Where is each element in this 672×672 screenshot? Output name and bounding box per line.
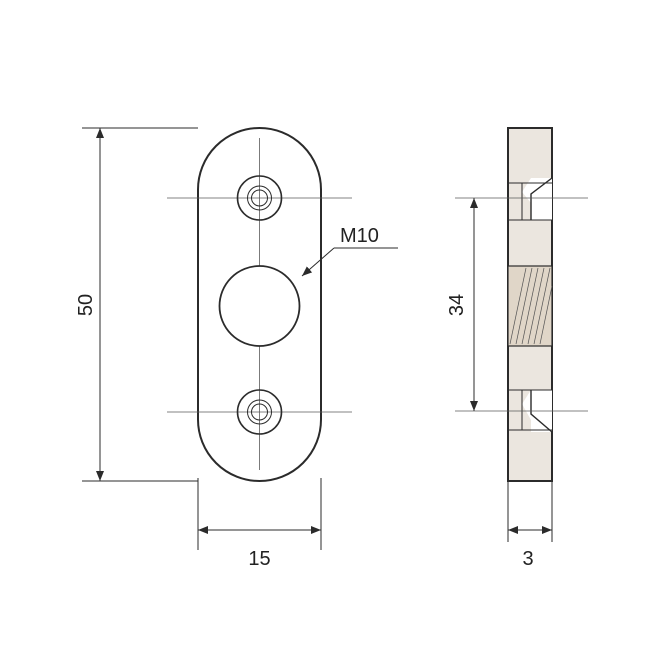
top-countersink-section	[508, 177, 553, 221]
hole-spacing-dimension: 34	[446, 198, 478, 411]
thread-callout: M10	[301, 225, 398, 277]
height-dimension: 50	[75, 127, 198, 482]
front-view: M10 50 15	[75, 127, 398, 570]
height-dimension-label: 50	[75, 294, 97, 316]
width-dimension-label: 15	[248, 548, 270, 570]
side-view: 34 3	[446, 127, 588, 570]
thread-label: M10	[340, 225, 379, 247]
threaded-hole	[218, 265, 301, 347]
bottom-countersunk-hole	[236, 389, 283, 435]
thread-section	[507, 265, 553, 347]
hole-spacing-label: 34	[446, 294, 468, 316]
thickness-label: 3	[522, 548, 533, 570]
thickness-dimension: 3	[507, 481, 553, 570]
width-dimension: 15	[197, 478, 322, 570]
top-countersunk-hole	[236, 175, 283, 221]
